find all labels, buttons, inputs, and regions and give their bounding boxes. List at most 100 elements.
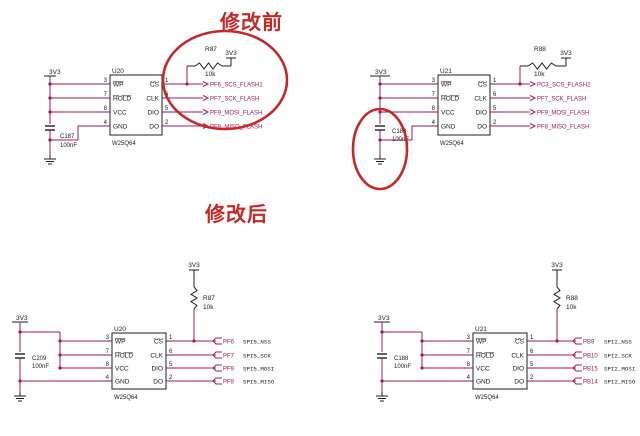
tr-cap-ref: C188	[392, 129, 407, 135]
u20-top-pin-name-hold: HOLD	[113, 96, 131, 103]
tl-cap-value: 100nF	[60, 143, 77, 149]
br-res-ref: R88	[566, 295, 578, 302]
br-port-label-1: PB10	[583, 354, 598, 360]
u21-bottom-pin-num-7: 7	[467, 349, 471, 355]
u20-top-pin-name-clk: CLK	[146, 96, 159, 103]
bl-signal-label-3: SPI5_MISO	[243, 379, 275, 386]
br-port-label-0: PB9	[583, 340, 595, 346]
tr-net-label-1: PF7_SCK_FLASH	[537, 97, 586, 103]
bl-port-arrow-1	[212, 351, 222, 359]
u21-bottom-pin-num-3: 3	[467, 335, 471, 341]
bl-rail-dot-0	[58, 339, 62, 343]
bl-resistor	[190, 286, 198, 310]
bl-port-arrow-0	[212, 337, 222, 345]
u20-bottom-pin-num-8: 8	[106, 362, 110, 368]
bl-power-label: 3V3	[16, 315, 28, 322]
u20-bottom-pin-num-5: 5	[169, 362, 173, 368]
bl-rail-dot-2	[58, 366, 62, 370]
u20-bottom-pin-num-2: 2	[169, 375, 173, 381]
bl-signal-label-0: SPI5_NSS	[243, 339, 271, 346]
br-power-label: 3V3	[378, 315, 390, 322]
br-gnd-dot	[380, 379, 384, 383]
u20-top-pin-name-vcc: VCC	[113, 110, 127, 117]
u21-top-pin-name-dio: DIO	[475, 110, 487, 117]
br-res-power-label: 3V3	[551, 262, 563, 269]
bl-cap-value: 100nF	[32, 364, 49, 370]
bl-res-power-label: 3V3	[188, 262, 200, 269]
tr-highlight-circle	[351, 107, 409, 191]
tl-rail-dot-1	[48, 96, 52, 100]
u21-top-pin-num-1: 1	[493, 78, 497, 84]
tr-net-arrow-2	[529, 109, 537, 115]
tl-net-label-2: PF9_MOSI_FLASH	[210, 111, 262, 117]
br-signal-label-0: SPI2_NSS	[604, 339, 632, 346]
tr-net-arrow-3	[529, 123, 537, 129]
bl-signal-label-1: SPI5_SCK	[243, 353, 271, 360]
bl-rail-dot-1	[58, 353, 62, 357]
u20-bottom-pin-name-clk: CLK	[150, 353, 163, 360]
u21-bottom-pin-name-wp: WP	[476, 339, 486, 346]
heading-before: 修改前	[220, 10, 283, 34]
u20-top-pin-num-5: 5	[165, 106, 169, 112]
u20-bottom-pin-name-dio: DIO	[151, 366, 163, 373]
tl-rail-dot-2	[48, 110, 52, 114]
br-rail-dot-0	[420, 339, 424, 343]
u21-bottom-pin-num-8: 8	[467, 362, 471, 368]
tr-net-arrow-1	[529, 95, 537, 101]
u20-bottom-pin-name-do: DO	[153, 379, 163, 386]
tr-net-label-2: PF9_MOSI_FLASH	[537, 111, 589, 117]
bl-gnd-dot	[18, 379, 22, 383]
u21-bottom-pin-name-do: DO	[514, 379, 524, 386]
u21-top-pin-name-cs: CS	[478, 82, 488, 89]
u21-bottom-pin-name-gnd: GND	[476, 379, 491, 386]
u20-top-pin-name-gnd: GND	[113, 124, 128, 131]
br-port-label-2: PB15	[583, 367, 598, 373]
u21-bottom-pin-num-2: 2	[530, 375, 534, 381]
tl-net-arrow-2	[202, 109, 210, 115]
tl-net-arrow-1	[202, 95, 210, 101]
u21-bottom-pin-num-4: 4	[467, 375, 471, 381]
u20-bottom-pin-num-1: 1	[169, 335, 173, 341]
bl-port-arrow-3	[212, 377, 222, 385]
tl-net-label-1: PF7_SCK_FLASH	[210, 97, 259, 103]
u20-top-body	[109, 74, 163, 136]
tl-res-value: 10k	[205, 71, 216, 78]
u21-bottom-ref: U21	[475, 326, 487, 333]
u21-top-pin-num-3: 3	[432, 78, 436, 84]
u20-top-part: W25Q64	[112, 141, 136, 147]
br-cap-ref: C188	[394, 356, 409, 362]
u21-top-pin-num-8: 8	[432, 106, 436, 112]
u20-bottom-pin-num-4: 4	[106, 375, 110, 381]
bl-port-label-0: PF6	[223, 340, 235, 346]
u21-bottom-pin-num-6: 6	[530, 349, 534, 355]
tr-power-label: 3V3	[375, 69, 387, 76]
bl-res-ref: R87	[203, 295, 215, 302]
tr-gnd-dot	[378, 138, 382, 142]
br-signal-label-1: SPI2_SCK	[604, 353, 632, 360]
u20-bottom-pin-name-hold: HOLD	[115, 353, 133, 360]
tr-rail-dot-1	[378, 96, 382, 100]
u20-top-pin-num-3: 3	[104, 78, 108, 84]
u21-top-pin-num-7: 7	[432, 92, 436, 98]
tl-cap-ref: C187	[60, 134, 75, 140]
u20-bottom-pin-name-vcc: VCC	[115, 366, 129, 373]
u20-top-pin-name-wp: WP	[113, 82, 123, 89]
br-res-value: 10k	[566, 304, 577, 311]
u21-bottom-pin-name-vcc: VCC	[476, 366, 490, 373]
u21-bottom-pin-name-clk: CLK	[511, 353, 524, 360]
br-port-arrow-1	[572, 351, 582, 359]
tl-net-arrow-0	[202, 81, 210, 87]
u21-top-pin-num-5: 5	[493, 106, 497, 112]
u21-top-pin-name-clk: CLK	[474, 96, 487, 103]
u21-top-ref: U21	[440, 68, 452, 75]
u20-bottom-pin-num-3: 3	[106, 335, 110, 341]
u20-bottom-pin-num-7: 7	[106, 349, 110, 355]
tr-net-label-3: PF8_MISO_FLASH	[537, 125, 589, 131]
u21-top-pin-num-6: 6	[493, 92, 497, 98]
u20-top-pin-num-7: 7	[104, 92, 108, 98]
tr-net-label-0: PC3_SCS_FLASH2	[537, 83, 591, 89]
bl-cap-ref: C209	[32, 356, 47, 362]
br-port-label-3: PB14	[583, 380, 598, 386]
tl-gnd-dot	[48, 138, 52, 142]
